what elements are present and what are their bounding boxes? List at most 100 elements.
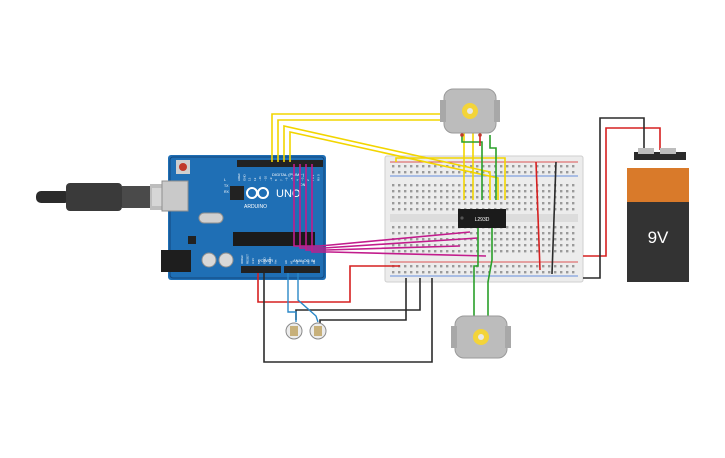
breadboard-hole xyxy=(494,265,497,268)
photoresistor-icon[interactable] xyxy=(285,322,303,340)
l-label: L xyxy=(224,178,226,182)
photoresistor-icon[interactable] xyxy=(309,322,327,340)
breadboard-hole xyxy=(428,190,431,193)
breadboard-hole xyxy=(560,265,563,268)
breadboard-hole xyxy=(428,226,431,229)
breadboard-hole xyxy=(512,265,515,268)
breadboard-hole xyxy=(404,202,407,205)
battery-9v-icon[interactable]: 9V xyxy=(627,148,689,282)
breadboard-hole xyxy=(428,250,431,253)
breadboard-hole xyxy=(518,232,521,235)
breadboard-hole xyxy=(422,265,425,268)
wire-green xyxy=(489,135,497,200)
arduino-uno-board[interactable]: UNO ARDUINO DIGITAL (PWM ~) POWER ANALOG… xyxy=(161,155,326,280)
breadboard-hole xyxy=(530,244,533,247)
breadboard-hole xyxy=(422,232,425,235)
breadboard-hole xyxy=(452,184,455,187)
breadboard-hole xyxy=(512,208,515,211)
breadboard-hole xyxy=(500,238,503,241)
dc-motor-icon[interactable] xyxy=(451,315,511,359)
breadboard-hole xyxy=(518,196,521,199)
breadboard-hole xyxy=(476,202,479,205)
breadboard-hole xyxy=(416,171,419,174)
l293d-driver-chip[interactable]: L293D xyxy=(458,209,506,228)
breadboard-hole xyxy=(530,202,533,205)
breadboard-hole xyxy=(524,190,527,193)
breadboard-hole xyxy=(494,232,497,235)
breadboard-hole xyxy=(524,196,527,199)
breadboard-hole xyxy=(542,265,545,268)
wire-green xyxy=(461,135,483,200)
breadboard-hole xyxy=(488,165,491,168)
breadboard-hole xyxy=(548,244,551,247)
breadboard-hole xyxy=(524,271,527,274)
breadboard-hole xyxy=(428,271,431,274)
breadboard-hole xyxy=(452,250,455,253)
breadboard-hole xyxy=(572,202,575,205)
breadboard-hole xyxy=(434,244,437,247)
breadboard-hole xyxy=(566,202,569,205)
breadboard-hole xyxy=(398,196,401,199)
breadboard-hole xyxy=(506,238,509,241)
breadboard-hole xyxy=(542,171,545,174)
breadboard-hole xyxy=(530,196,533,199)
breadboard-hole xyxy=(404,238,407,241)
breadboard-hole xyxy=(434,190,437,193)
breadboard-hole xyxy=(434,226,437,229)
breadboard-hole xyxy=(542,238,545,241)
wires-blue xyxy=(287,273,319,323)
breadboard-hole xyxy=(560,208,563,211)
digital-pin-label: 2 xyxy=(306,179,310,181)
digital-pin-label: 4 xyxy=(295,179,299,181)
breadboard-hole xyxy=(434,232,437,235)
wire-yellow xyxy=(289,131,499,200)
breadboard-hole xyxy=(464,202,467,205)
breadboard-hole xyxy=(512,271,515,274)
wire-black xyxy=(319,278,407,325)
breadboard-hole xyxy=(392,271,395,274)
digital-pin-label: 12 xyxy=(253,177,257,181)
breadboard-hole xyxy=(458,271,461,274)
breadboard-hole xyxy=(410,271,413,274)
breadboard-hole xyxy=(452,271,455,274)
breadboard-hole xyxy=(554,226,557,229)
breadboard-hole xyxy=(422,238,425,241)
breadboard-hole xyxy=(428,208,431,211)
breadboard-hole xyxy=(524,202,527,205)
breadboard-hole xyxy=(470,271,473,274)
breadboard-hole xyxy=(518,226,521,229)
breadboard-hole xyxy=(512,202,515,205)
breadboard-hole xyxy=(452,244,455,247)
arduino-logo-icon xyxy=(246,187,269,199)
breadboard-hole xyxy=(392,190,395,193)
digital-pin-label: 7 xyxy=(279,179,283,181)
wire-blue xyxy=(287,273,297,322)
digital-pin-label: ~3 xyxy=(301,177,305,181)
breadboard-hole xyxy=(548,171,551,174)
breadboard-hole xyxy=(506,190,509,193)
digital-pin-label: AREF xyxy=(237,173,241,181)
breadboard-hole xyxy=(428,244,431,247)
breadboard-hole xyxy=(530,184,533,187)
breadboard-hole xyxy=(548,184,551,187)
breadboard-hole xyxy=(434,250,437,253)
breadboard-hole xyxy=(392,184,395,187)
breadboard-hole xyxy=(428,232,431,235)
breadboard-hole xyxy=(500,250,503,253)
breadboard-hole xyxy=(506,244,509,247)
breadboard-hole xyxy=(482,171,485,174)
dc-motor-icon[interactable] xyxy=(440,88,500,137)
driver-chip-label: L293D xyxy=(475,217,490,223)
breadboard-hole xyxy=(506,196,509,199)
breadboard-hole xyxy=(416,265,419,268)
breadboard-hole xyxy=(518,271,521,274)
breadboard-hole xyxy=(560,250,563,253)
breadboard-hole xyxy=(572,238,575,241)
usb-cable-icon[interactable] xyxy=(36,183,172,211)
breadboard-hole xyxy=(548,271,551,274)
reset-button[interactable] xyxy=(176,160,190,174)
breadboard-hole xyxy=(524,238,527,241)
